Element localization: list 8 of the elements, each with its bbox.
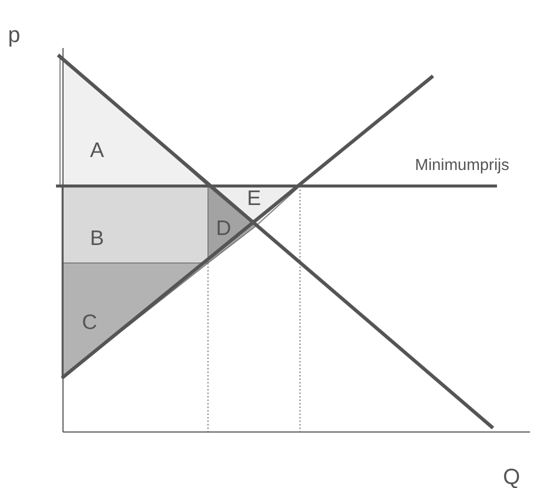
axis-label: p xyxy=(8,24,20,46)
area-letter: D xyxy=(216,218,232,239)
area-letter: C xyxy=(82,312,98,333)
area-letter: B xyxy=(90,228,104,249)
area-letter: E xyxy=(247,188,262,209)
area-letter: A xyxy=(90,140,104,161)
axis-label: Q xyxy=(503,466,520,488)
line-label: Minimumprijs xyxy=(415,158,510,174)
